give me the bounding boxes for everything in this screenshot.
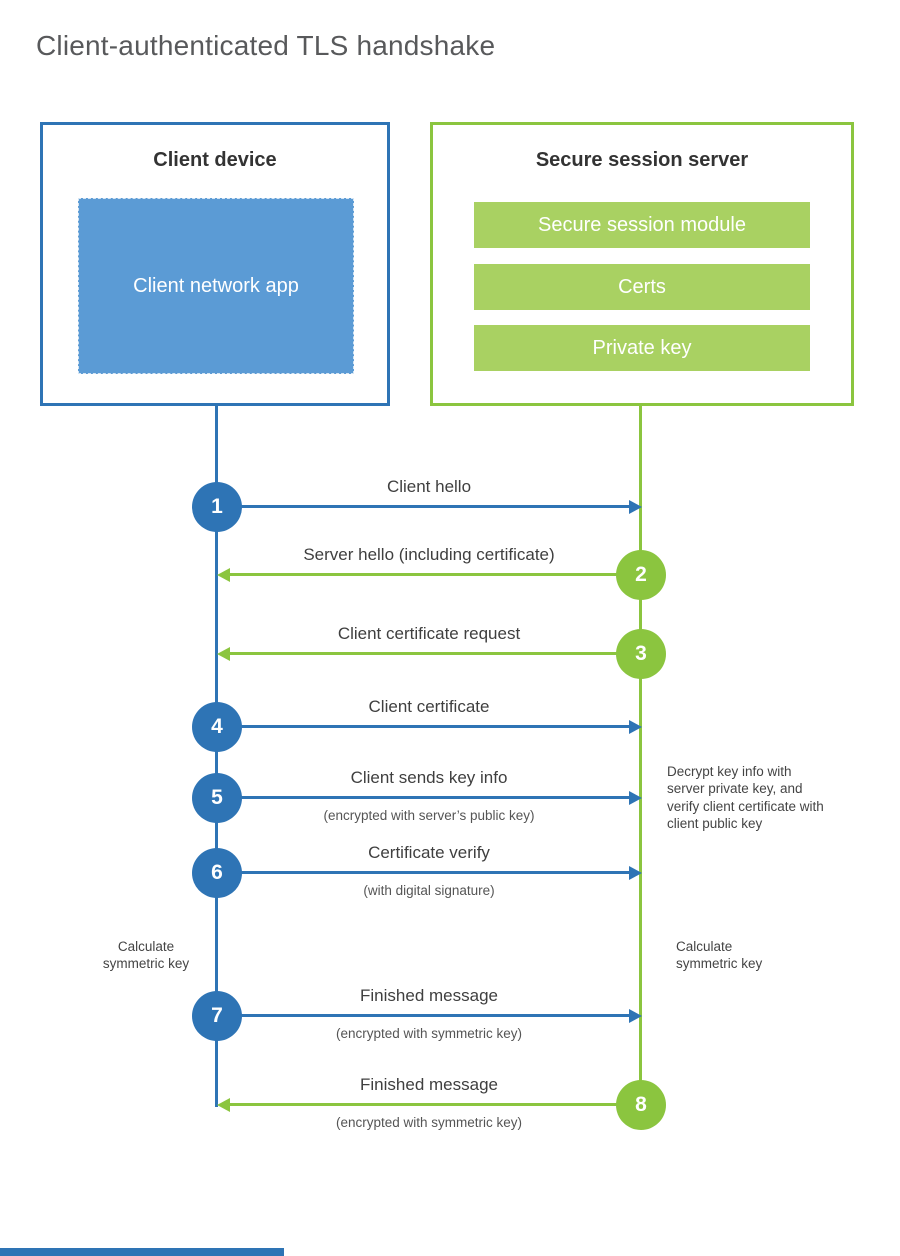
page-title: Client-authenticated TLS handshake	[36, 30, 496, 61]
note-calculate-symmetric-key-server: Calculate symmetric key	[676, 939, 763, 972]
message-label: Finished message	[360, 1075, 498, 1094]
step-badge-3: 3	[616, 629, 666, 679]
client-device-box: Client device Client network app	[40, 122, 390, 406]
arrow-line	[229, 652, 641, 655]
message-label: Client certificate	[368, 697, 490, 716]
client-device-title: Client device	[153, 149, 277, 171]
message-label: Client certificate request	[337, 624, 521, 643]
step-badge-1: 1	[192, 482, 242, 532]
message-sublabel: (with digital signature)	[363, 883, 495, 898]
bottom-accent-bar	[0, 1248, 284, 1256]
message-label: Client hello	[386, 477, 472, 496]
client-network-app-box: Client network app	[78, 198, 354, 374]
arrowhead-left-icon	[217, 1098, 230, 1112]
arrow-line	[217, 796, 629, 799]
note-decrypt-key-info: Decrypt key info with server private key…	[667, 764, 824, 831]
arrow-line	[229, 1103, 641, 1106]
client-lifeline	[215, 405, 218, 1107]
arrowhead-left-icon	[217, 568, 230, 582]
arrowhead-right-icon	[629, 1009, 642, 1023]
server-module-private-key: Private key	[474, 325, 810, 371]
message-label: Finished message	[360, 986, 498, 1005]
step-badge-5: 5	[192, 773, 242, 823]
arrowhead-right-icon	[629, 866, 642, 880]
message-sublabel: (encrypted with symmetric key)	[335, 1026, 523, 1041]
step-badge-2: 2	[616, 550, 666, 600]
step-badge-7: 7	[192, 991, 242, 1041]
server-lifeline	[639, 405, 642, 1107]
step-badge-8: 8	[616, 1080, 666, 1130]
server-box: Secure session server Secure session mod…	[430, 122, 854, 406]
message-label: Server hello (including certificate)	[303, 545, 555, 564]
arrow-line	[217, 1014, 629, 1017]
server-title: Secure session server	[535, 149, 749, 171]
arrow-line	[229, 573, 641, 576]
arrow-line	[217, 505, 629, 508]
message-sublabel: (encrypted with server’s public key)	[323, 808, 535, 823]
step-badge-6: 6	[192, 848, 242, 898]
arrow-line	[217, 725, 629, 728]
step-badge-4: 4	[192, 702, 242, 752]
arrow-line	[217, 871, 629, 874]
arrowhead-right-icon	[629, 791, 642, 805]
arrowhead-right-icon	[629, 720, 642, 734]
message-label: Certificate verify	[368, 843, 490, 862]
server-module-secure-session: Secure session module	[474, 202, 810, 248]
server-module-certs: Certs	[474, 264, 810, 310]
note-calculate-symmetric-key-client: Calculate symmetric key	[102, 939, 190, 972]
arrowhead-left-icon	[217, 647, 230, 661]
arrowhead-right-icon	[629, 500, 642, 514]
message-label: Client sends key info	[350, 768, 508, 787]
message-sublabel: (encrypted with symmetric key)	[335, 1115, 523, 1130]
